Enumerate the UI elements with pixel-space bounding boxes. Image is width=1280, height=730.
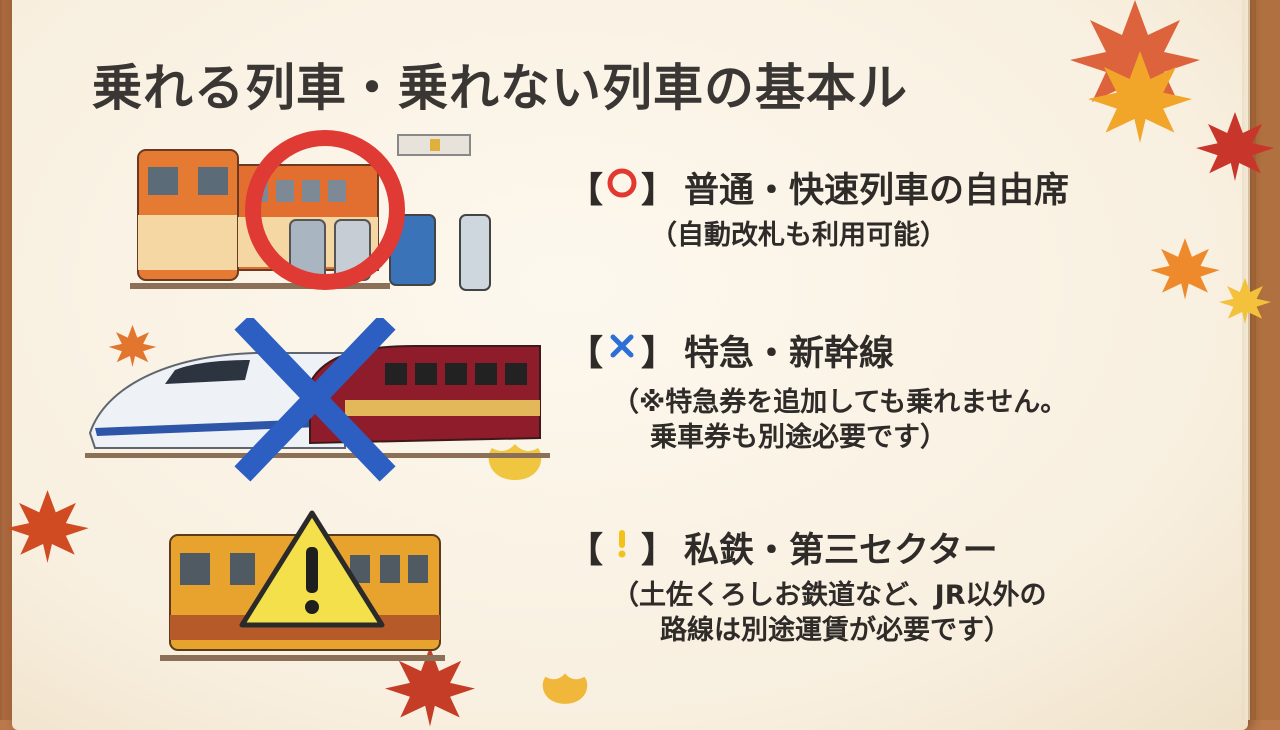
rule-note-line: 乗車券も別途必要です） — [650, 422, 947, 454]
exclamation-icon — [605, 526, 639, 569]
maple-leaf-icon — [1070, 0, 1200, 115]
rule-note-line: 路線は別途運賃が必要です） — [660, 615, 1011, 647]
maple-leaf-icon — [1219, 278, 1271, 324]
bracket-close: 】 — [641, 334, 677, 374]
circle-icon — [605, 166, 639, 209]
bracket-close: 】 — [641, 531, 677, 571]
maple-leaf-icon — [1088, 51, 1192, 143]
express-train-illustration — [85, 318, 550, 482]
maple-leaf-icon — [1196, 112, 1274, 181]
page-title: 乗れる列車・乗れない列車の基本ル — [92, 59, 908, 117]
rule-heading-ng: 【 】 特急・新幹線 — [568, 325, 894, 376]
bracket-open: 【 — [568, 334, 604, 374]
bracket-open: 【 — [568, 531, 604, 571]
rule-note-line: （※特急券を追加しても乗れません。 — [612, 387, 1068, 418]
rule-note: （※特急券を追加しても乗れません。 乗車券も別途必要です） — [612, 385, 1067, 455]
maple-leaf-icon — [1150, 238, 1220, 300]
rule-note-line: （自動改札も利用可能） — [650, 220, 947, 251]
local-train-illustration — [130, 130, 491, 291]
rule-heading-text: 私鉄・第三セクター — [684, 531, 998, 571]
ginkgo-leaf-icon — [542, 673, 588, 723]
rule-note: （自動改札も利用可能） — [650, 218, 947, 253]
maple-leaf-icon — [385, 646, 475, 727]
rule-note: （土佐くろしお鉄道など、JR以外の 路線は別途運賃が必要です） — [612, 578, 1047, 648]
ginkgo-leaf-icon — [488, 444, 542, 502]
rule-heading-caution: 【 】 私鉄・第三セクター — [568, 522, 998, 573]
rule-heading-text: 特急・新幹線 — [684, 334, 895, 374]
rule-note-line: （土佐くろしお鉄道など、JR以外の — [612, 580, 1047, 611]
rule-heading-ok: 【 】 普通・快速列車の自由席 — [568, 162, 1069, 213]
page-edge — [1242, 0, 1250, 720]
bracket-close: 】 — [641, 171, 677, 211]
red-circle-icon — [245, 130, 405, 290]
maple-leaf-icon — [108, 324, 157, 367]
private-railway-illustration — [160, 510, 445, 661]
rule-heading-text: 普通・快速列車の自由席 — [684, 171, 1070, 211]
blue-cross-icon — [234, 318, 396, 482]
maple-leaf-icon — [6, 490, 89, 563]
bracket-open: 【 — [568, 171, 604, 211]
cross-icon — [605, 329, 639, 372]
warning-triangle-icon — [239, 510, 385, 628]
